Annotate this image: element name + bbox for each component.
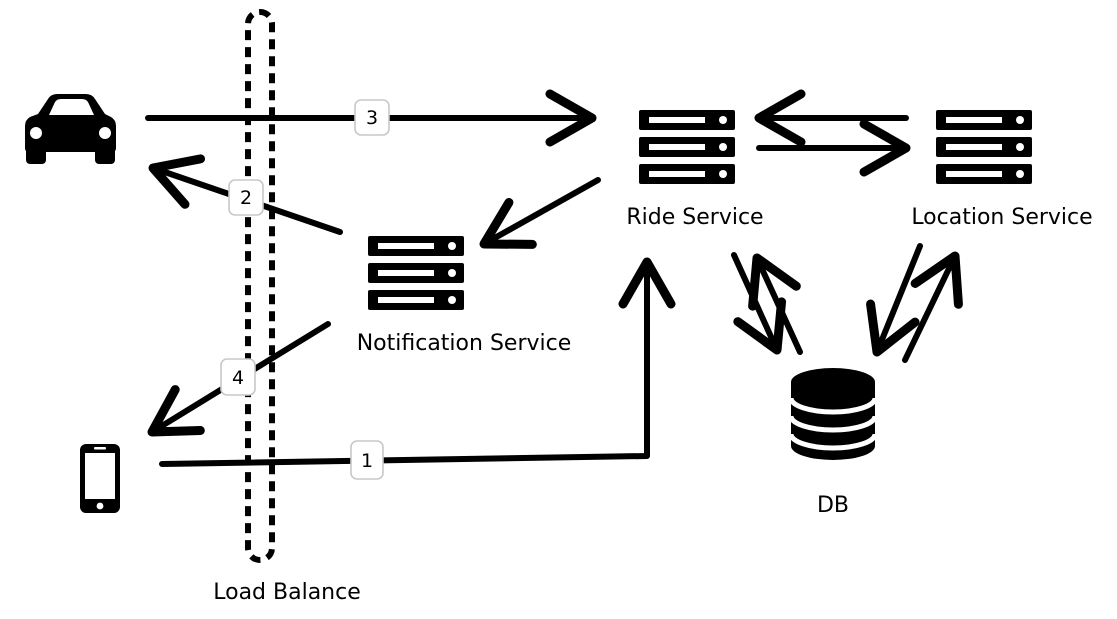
load-balancer: Load Balance: [213, 9, 361, 605]
db-label: DB: [817, 493, 849, 518]
connections: [145, 89, 963, 467]
notification-service-label: Notification Service: [357, 331, 572, 356]
step-badge-4: 4: [220, 358, 256, 396]
server-icon: [936, 110, 1032, 184]
step-badge-3: 3: [354, 99, 390, 136]
connection-phone-to-ride-service: [159, 257, 676, 467]
step-number: 4: [232, 367, 244, 389]
connection-ride-to-notification: [479, 177, 601, 249]
database-icon: [788, 368, 878, 460]
server-icon: [639, 110, 735, 184]
car-icon: [25, 94, 116, 164]
load-balancer-boundary: [245, 9, 275, 563]
load-balancer-label: Load Balance: [213, 580, 361, 605]
connection-ride-to-db: [731, 252, 787, 355]
ride-service-label: Ride Service: [626, 205, 763, 230]
notification-service: Notification Service: [357, 236, 572, 356]
step-number: 1: [361, 450, 373, 472]
server-icon: [368, 236, 464, 310]
connection-db-to-ride: [748, 253, 803, 355]
step-number: 3: [366, 107, 378, 129]
connection-db-to-location: [902, 251, 963, 363]
step-badge-1: 1: [350, 440, 384, 480]
step-badge-2: 2: [228, 179, 264, 216]
phone-icon: [80, 444, 120, 513]
db: DB: [788, 368, 878, 518]
location-service: Location Service: [911, 110, 1093, 230]
location-service-label: Location Service: [911, 205, 1092, 230]
step-number: 2: [240, 187, 252, 209]
ride-service: Ride Service: [626, 110, 764, 230]
